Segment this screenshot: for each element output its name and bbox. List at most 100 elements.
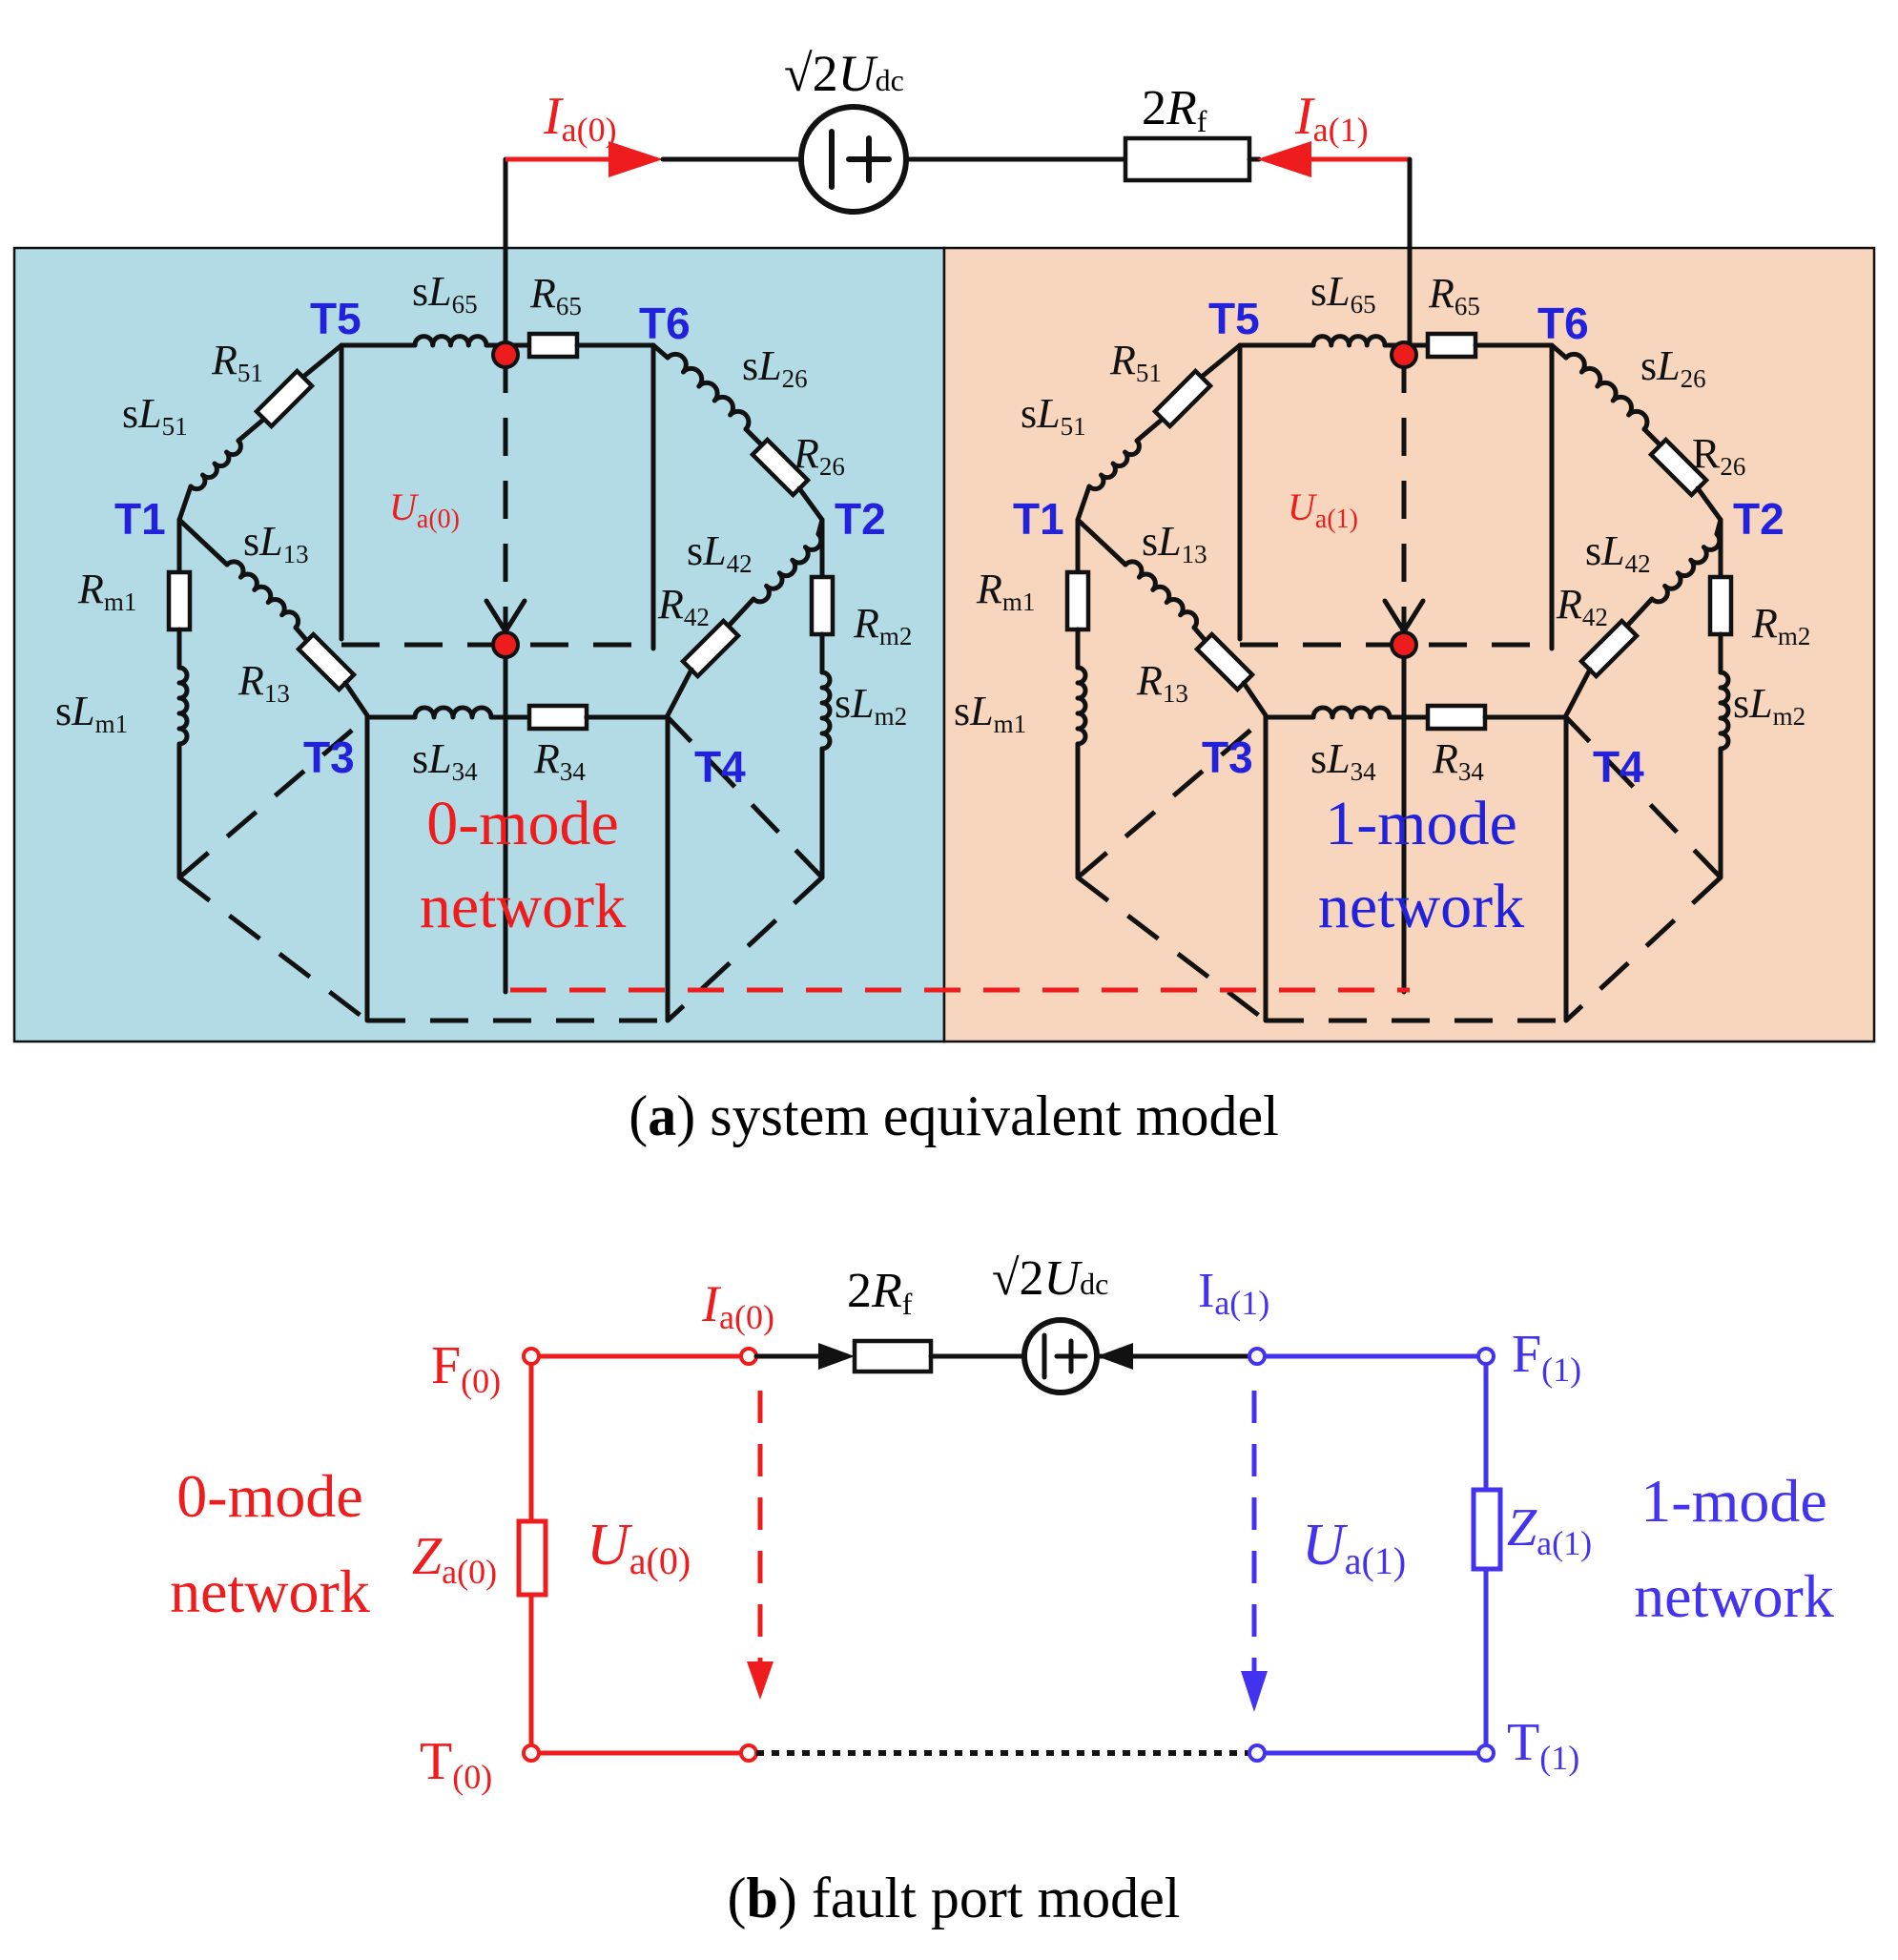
label-slm1: sLm1 — [55, 688, 128, 738]
wire-r26-t2 — [796, 485, 825, 523]
network-0-line2-b: network — [170, 1558, 370, 1625]
dashed-bottom-right — [666, 876, 824, 1022]
node-label-t6: T6 — [639, 299, 691, 348]
label-r65: R65 — [1428, 270, 1480, 320]
wire-sl42-r42 — [727, 596, 756, 628]
dashed-left-inner — [1076, 715, 1268, 879]
label-t1: T(1) — [1507, 1713, 1579, 1777]
label-r51: R51 — [1109, 337, 1162, 387]
label-r42: R42 — [1556, 581, 1608, 631]
label-r42: R42 — [657, 581, 710, 631]
resistor-2rf-b — [852, 1338, 934, 1374]
dashed-left-inner — [177, 715, 369, 879]
label-f1: F(1) — [1512, 1325, 1581, 1389]
wire-r26-t2 — [1695, 485, 1723, 523]
wire-t1-sl13 — [1075, 517, 1128, 567]
current-1-label-a: Ia(1) — [1294, 87, 1369, 149]
label-sl26: sL26 — [1640, 342, 1706, 393]
node-label-t3: T3 — [303, 732, 355, 782]
terminal-t0 — [522, 1743, 541, 1763]
inductor-sl42-icon — [751, 531, 824, 605]
network-1-line2-b: network — [1634, 1562, 1834, 1630]
resistor-rm1 — [166, 569, 193, 632]
fault-node-mid — [491, 630, 520, 659]
inductor-slm1-icon — [176, 665, 190, 747]
network-label-line1: 0-mode — [426, 789, 619, 858]
label-r34: R34 — [1432, 735, 1484, 786]
source-b-polarity-icon — [1042, 1332, 1088, 1380]
network-label-line1: 1-mode — [1325, 789, 1517, 858]
dashed-right-inner — [666, 715, 824, 879]
inductor-slm2-icon — [819, 670, 833, 752]
label-slm1: sLm1 — [954, 688, 1026, 738]
wire-t5-r51 — [300, 342, 344, 380]
caption-a: (a) system equivalent model — [629, 1084, 1279, 1147]
node-label-t4: T4 — [1593, 742, 1644, 792]
dashed-bottom-left — [177, 876, 369, 1022]
node-label-t4: T4 — [694, 742, 746, 792]
voltage-label: Ua(0) — [389, 485, 460, 534]
source-label-b: √2Udc — [992, 1251, 1108, 1306]
fault-node-top — [1390, 340, 1418, 369]
label-sl51: sL51 — [1021, 390, 1086, 441]
voltage-u0-arrowhead — [747, 1661, 774, 1700]
impedance-z0 — [516, 1518, 548, 1598]
inductor-sl65-icon — [1310, 334, 1388, 348]
fault-node-top — [491, 340, 520, 369]
current-0-arrow — [609, 141, 663, 177]
label-rm1: Rm1 — [976, 566, 1035, 616]
rf-label-b: 2Rf — [847, 1264, 913, 1321]
terminal-t1 — [1476, 1743, 1496, 1763]
label-slm2: sLm2 — [835, 680, 907, 731]
label-r26: R26 — [1692, 430, 1745, 481]
dashed-bottom-right — [1564, 876, 1723, 1022]
node-label-t2: T2 — [835, 494, 886, 544]
label-slm2: sLm2 — [1733, 680, 1805, 731]
resistor-r34 — [1425, 703, 1488, 732]
label-r13: R13 — [1136, 657, 1188, 708]
node-label-t2: T2 — [1733, 494, 1785, 544]
network-0-line1-b: 0-mode — [176, 1462, 363, 1530]
node-label-t1: T1 — [1013, 494, 1064, 544]
node-label-t5: T5 — [1208, 294, 1260, 343]
series-current-arrow-right — [818, 1343, 855, 1370]
wire-r13-t3 — [1241, 680, 1269, 718]
wire-r42-t4 — [1563, 667, 1593, 718]
inductor-slm1-icon — [1075, 665, 1088, 747]
label-z0: Za(0) — [412, 1527, 497, 1591]
wire-r51-sl51 — [1134, 417, 1165, 444]
label-f0: F(0) — [431, 1336, 501, 1400]
label-rm2: Rm2 — [1751, 600, 1810, 650]
current-0-label-a: Ia(0) — [543, 87, 617, 149]
inductor-sl26-icon — [665, 351, 752, 432]
wire-r51-sl51 — [236, 417, 266, 444]
fault-node-mid — [1390, 630, 1418, 659]
label-u0: Ua(0) — [587, 1513, 691, 1582]
wire-t2-sl42 — [1714, 517, 1723, 537]
label-u1: Ua(1) — [1302, 1513, 1406, 1582]
node-label-t1: T1 — [114, 494, 166, 544]
label-sl26: sL26 — [742, 342, 808, 393]
impedance-z1 — [1471, 1487, 1503, 1572]
wire-t5-r51 — [1199, 342, 1243, 380]
inductor-sl34-icon — [1310, 705, 1393, 720]
panel-b: Ia(0) 2Rf √2Udc Ia(1) F(0) T(0) F(1) T(1… — [170, 1251, 1834, 1929]
label-sl42: sL42 — [687, 527, 753, 578]
dashed-right-inner — [1564, 715, 1723, 879]
label-sl34: sL34 — [412, 735, 478, 786]
label-sl65: sL65 — [412, 268, 478, 319]
terminal-t1-left — [1248, 1743, 1267, 1763]
resistor-rm2 — [1707, 574, 1734, 637]
resistor-rm2 — [809, 574, 836, 637]
wire-sl13-r13 — [1191, 625, 1208, 644]
label-rm2: Rm2 — [853, 600, 912, 650]
label-sl42: sL42 — [1585, 527, 1651, 578]
wire-t6-sl26 — [650, 342, 670, 361]
resistor-r34 — [526, 703, 589, 732]
label-sl34: sL34 — [1310, 735, 1376, 786]
wire-sl51-t1 — [176, 484, 194, 523]
